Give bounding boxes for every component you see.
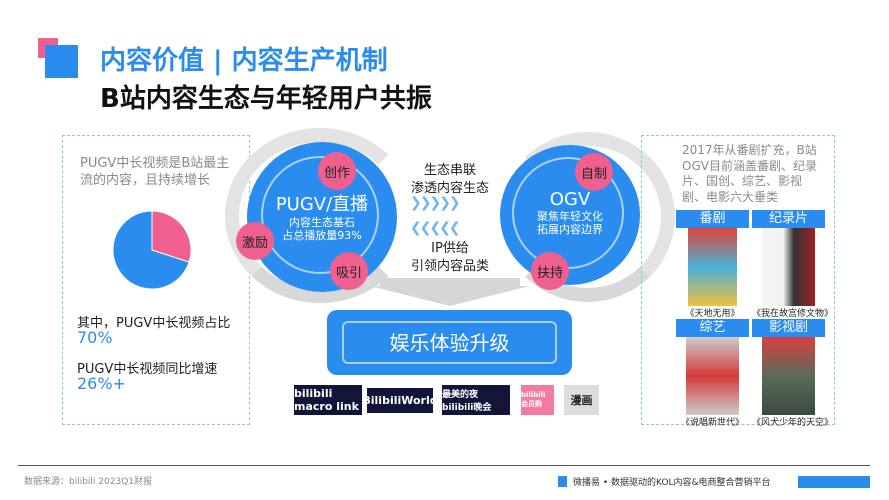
footer-brand: 微播易 • 数据驱动的KOL内容&电商整合营销平台: [573, 478, 771, 488]
footer-divider: [18, 465, 870, 466]
tag-support: 扶持: [531, 252, 569, 290]
stat2-label: PUGV中长视频同比增速: [77, 362, 218, 377]
poster-image: [762, 337, 815, 415]
ogv-category: 综艺: [676, 319, 749, 337]
center-top-line2: 渗透内容生态: [410, 181, 489, 196]
ogv-category: 影视剧: [752, 319, 825, 337]
footer-bar: [798, 476, 870, 488]
poster-image: [688, 228, 737, 306]
poster-image: [686, 337, 739, 415]
tag-incentive: 激励: [236, 222, 274, 260]
tag-attract: 吸引: [330, 252, 368, 290]
logo-membership-shop: bilibili 会员购: [521, 385, 554, 415]
logo-best-night: 最美的夜 bilibili晚会: [442, 385, 510, 415]
pie-slice-pugv: [112, 210, 190, 290]
center-bottom-line1: IP供给: [431, 241, 469, 256]
ogv-circle: OGV 聚焦年轻文化 拓展内容边界: [500, 145, 640, 285]
pie-chart: [112, 210, 192, 290]
left-panel: [62, 135, 250, 425]
result-box: 娱乐体验升级: [327, 310, 572, 375]
title-decor-blue: [45, 45, 78, 78]
ogv-title: 《天地无用》: [685, 309, 740, 319]
logo-manga: 漫画: [564, 385, 599, 415]
pugv-circle: PUGV/直播 内容生态基石 占总播放量93%: [247, 142, 397, 292]
ogv-title: 《风犬少年的天空》: [752, 418, 834, 428]
right-intro: 2017年从番剧扩充，B站OGV目前涵盖番剧、纪录片、国创、综艺、影视剧、电影六…: [682, 143, 817, 204]
stat2-value: 26%+: [77, 374, 126, 393]
ogv-title: 《我在故宫修文物》: [752, 309, 834, 319]
ogv-item: 番剧《天地无用》: [676, 210, 749, 319]
center-top-line1: 生态串联: [423, 163, 476, 178]
logo-macro-link: bilibili macro link: [294, 385, 362, 415]
page-title: 内容价值 | 内容生产机制: [100, 46, 388, 76]
poster-image: [762, 228, 815, 306]
ogv-item: 纪录片《我在故宫修文物》: [752, 210, 834, 319]
pie-slice-other: [151, 210, 192, 263]
right-panel: [641, 135, 835, 425]
down-arrow-icon: [370, 278, 530, 306]
stat1-label: 其中，PUGV中长视频占比: [77, 316, 231, 331]
ogv-category: 番剧: [676, 210, 749, 228]
ogv-title: 《说唱新世代》: [680, 418, 744, 428]
center-top: 生态串联 渗透内容生态: [390, 162, 510, 198]
brand-mark: [558, 476, 567, 487]
data-source: 数据来源：bilibili 2023Q1财报: [24, 477, 153, 487]
stat1-value: 70%: [77, 328, 113, 347]
ogv-grid: 番剧《天地无用》 纪录片《我在故宫修文物》 综艺《说唱新世代》 影视剧《风犬少年…: [676, 210, 834, 428]
ogv-item: 影视剧《风犬少年的天空》: [752, 319, 834, 428]
logo-bilibiliworld: BilibiliWorld: [362, 388, 438, 413]
arrows-left-icon: ❮❮❮❮❮: [410, 220, 461, 236]
result-label: 娱乐体验升级: [342, 321, 557, 364]
ogv-item: 综艺《说唱新世代》: [676, 319, 749, 428]
tag-create: 创作: [318, 152, 356, 190]
center-bottom-line2: 引领内容品类: [410, 259, 489, 274]
tag-self-made: 自制: [575, 153, 613, 191]
arrows-right-icon: ❯❯❯❯❯: [410, 195, 461, 211]
center-bottom: IP供给 引领内容品类: [390, 240, 510, 276]
ogv-category: 纪录片: [752, 210, 825, 228]
left-intro: PUGV中长视频是B站最主流的内容，且持续增长: [80, 156, 230, 188]
page-subtitle: B站内容生态与年轻用户共振: [100, 84, 432, 114]
